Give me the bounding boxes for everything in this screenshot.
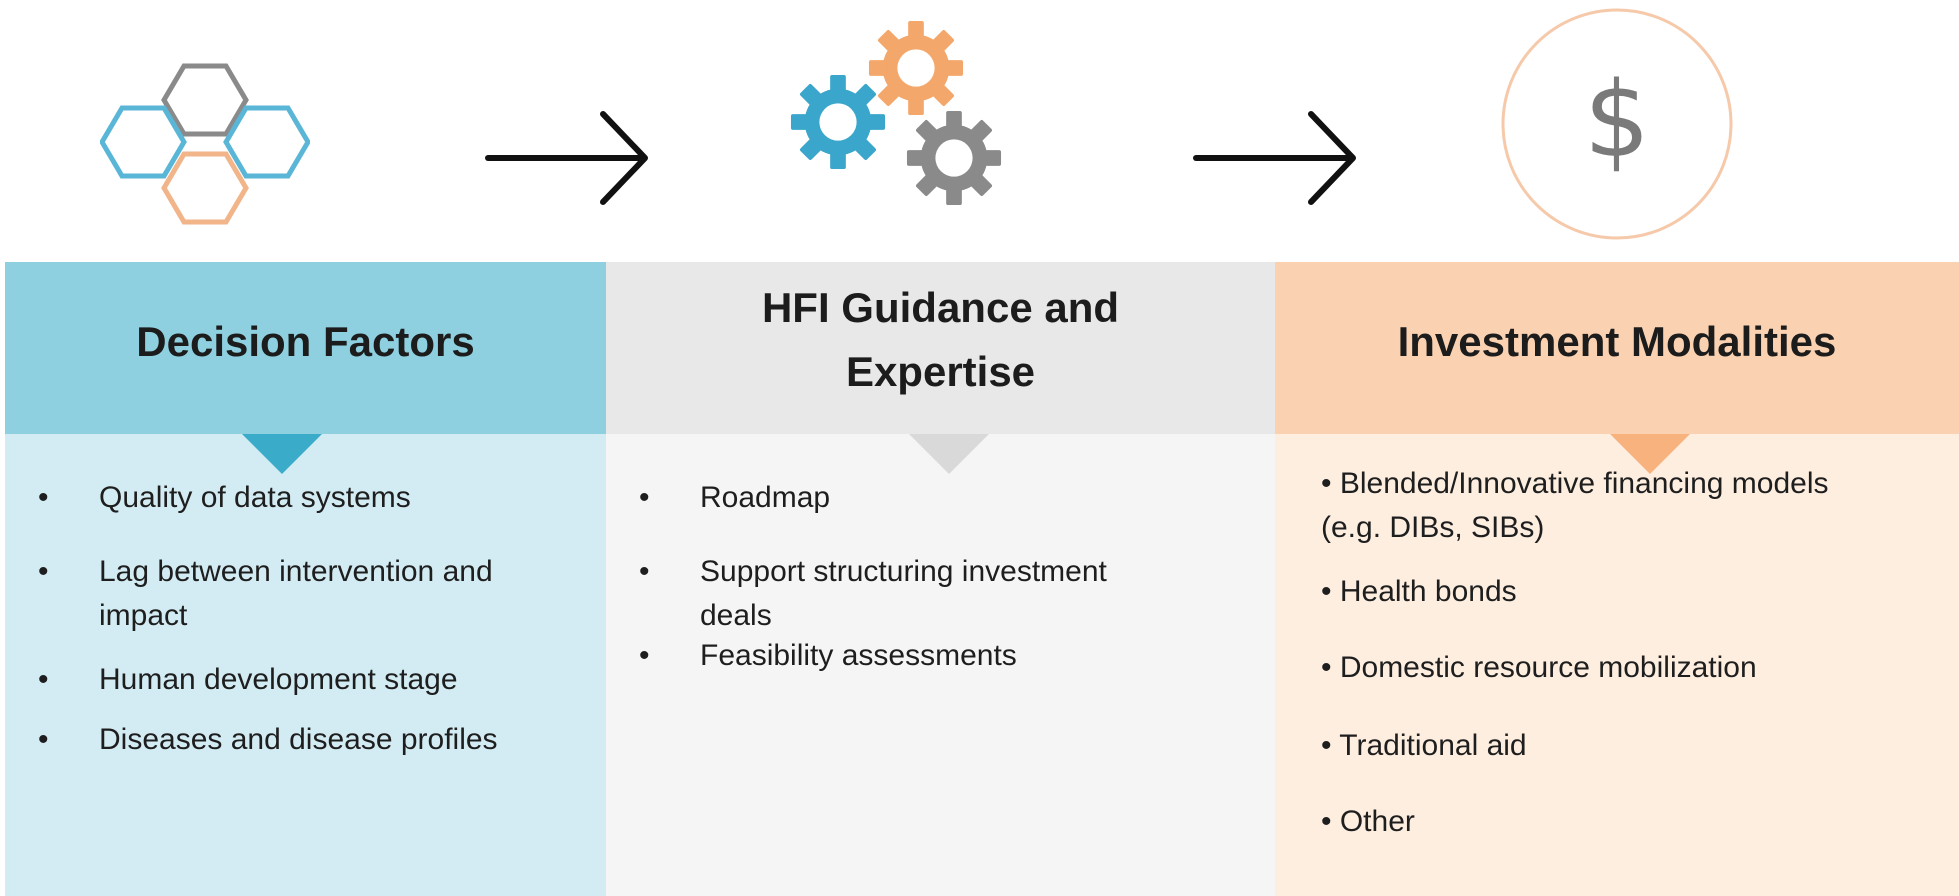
column-title-line: Expertise (845, 348, 1036, 395)
list-item-text: • Traditional aid (1321, 729, 1527, 762)
icon-row: $ (0, 0, 1959, 262)
bullet-icon: • (38, 663, 49, 696)
gears-icon (790, 20, 1002, 206)
list-item-text: • Health bonds (1321, 575, 1517, 608)
list-item-text: Lag between intervention and (99, 555, 493, 588)
right-arrow-icon (485, 111, 648, 205)
investment-modalities-header: Investment Modalities (1275, 262, 1959, 434)
hexagons-icon (100, 63, 310, 225)
investment-modalities-column: Investment Modalities • Blended/Innovati… (1275, 262, 1959, 896)
bullet-icon: • (639, 555, 650, 588)
column-title: HFI Guidance and Expertise (762, 276, 1119, 404)
bullet-icon: • (38, 481, 49, 514)
list-item-text: (e.g. DIBs, SIBs) (1321, 511, 1545, 544)
list-item-text: Human development stage (99, 663, 458, 696)
list-item: • Blended/Innovative financing models (e… (1321, 462, 1829, 550)
down-pointer-icon (1610, 434, 1690, 474)
investment-modalities-body: • Blended/Innovative financing models (e… (1275, 434, 1959, 896)
list-item-text: • Other (1321, 805, 1415, 838)
column-title: Investment Modalities (1397, 318, 1837, 365)
list-item-text: Roadmap (700, 481, 831, 514)
column-title: Decision Factors (136, 318, 475, 365)
list-item-text: impact (99, 599, 188, 632)
list-item: • Health bonds (1321, 570, 1517, 614)
down-pointer-icon (242, 434, 322, 474)
dollar-circle-icon: $ (1501, 8, 1733, 240)
decision-factors-header: Decision Factors (5, 262, 606, 434)
list-item-text: Feasibility assessments (700, 639, 1017, 672)
bullet-icon: • (639, 481, 650, 514)
list-item-text: • Blended/Innovative financing models (1321, 467, 1829, 500)
column-title-line: HFI Guidance and (761, 284, 1120, 331)
list-item: • Traditional aid (1321, 724, 1527, 768)
list-item-text: • Domestic resource mobilization (1321, 651, 1757, 684)
list-item: • Other (1321, 800, 1415, 844)
decision-factors-body: • Quality of data systems • Lag between … (5, 434, 606, 896)
list-item-text: Diseases and disease profiles (99, 723, 498, 756)
down-pointer-icon (909, 434, 989, 474)
list-item-text: deals (700, 599, 772, 632)
hfi-guidance-column: HFI Guidance and Expertise • Roadmap • S… (606, 262, 1275, 896)
right-arrow-icon (1193, 111, 1356, 205)
list-item-text: Support structuring investment (700, 555, 1107, 588)
list-item: • Domestic resource mobilization (1321, 646, 1757, 690)
dollar-glyph: $ (1584, 59, 1650, 181)
hfi-guidance-header: HFI Guidance and Expertise (606, 262, 1275, 434)
decision-factors-column: Decision Factors • Quality of data syste… (5, 262, 606, 896)
list-item-text: Quality of data systems (99, 481, 411, 514)
bullet-icon: • (639, 639, 650, 672)
hfi-guidance-body: • Roadmap • Support structuring investme… (606, 434, 1275, 896)
bullet-icon: • (38, 723, 49, 756)
bullet-icon: • (38, 555, 49, 588)
